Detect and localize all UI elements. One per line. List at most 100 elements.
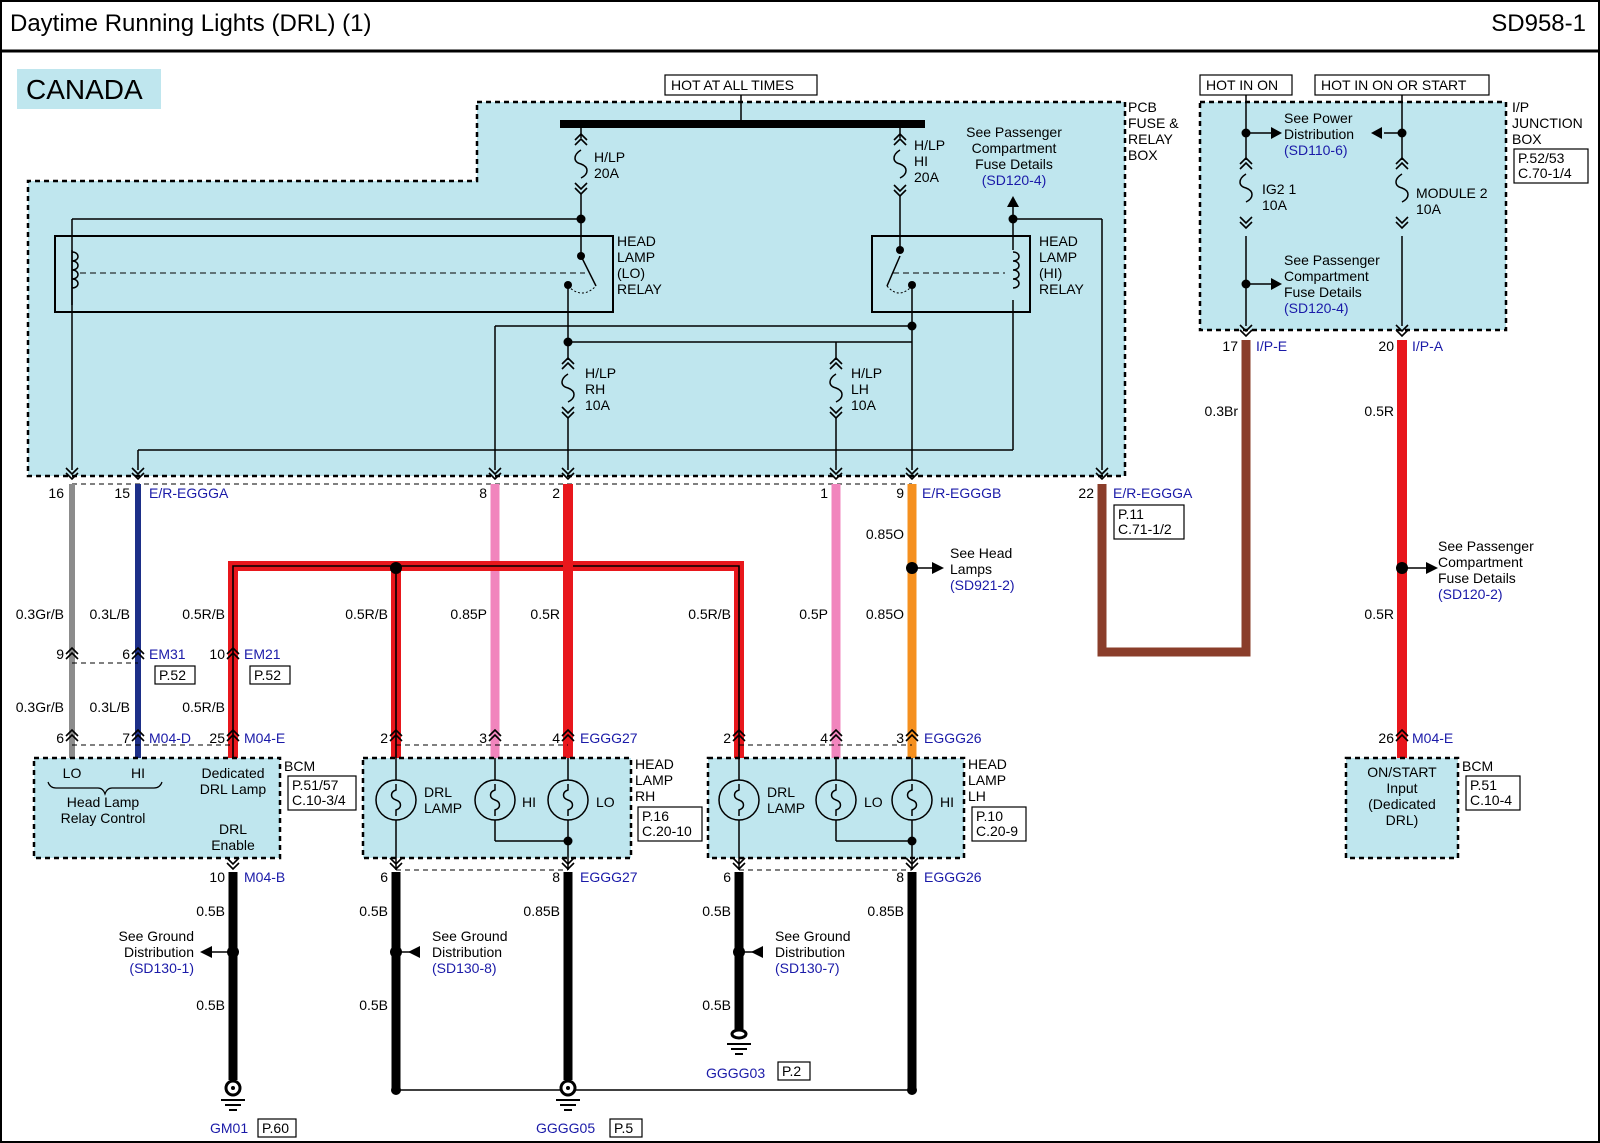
see-head-lamps-ref[interactable]: (SD921-2) [950, 577, 1015, 593]
svg-text:0.5B: 0.5B [702, 903, 731, 919]
bcm-brace [47, 781, 163, 796]
lo-relay-coil [71, 251, 79, 289]
wire-red-black-05rb[interactable] [228, 561, 744, 758]
fuse-ig2 [1239, 157, 1253, 229]
svg-text:0.3Gr/B: 0.3Gr/B [16, 606, 64, 622]
pin-6-em31: 6 [122, 646, 130, 662]
conn-m04e-right: M04-E [1412, 730, 1453, 746]
hot-in-on-label: HOT IN ON [1206, 77, 1278, 93]
fuse-hlp-rh-10a [561, 357, 575, 470]
component-top-chevrons [65, 729, 1409, 746]
head-lamp-rh [361, 756, 633, 860]
wire-brown-03br[interactable] [1097, 340, 1251, 657]
ip-see-power-ref[interactable]: (SD110-6) [1284, 142, 1348, 158]
conn-em21: EM21 [244, 646, 281, 662]
ground-wires[interactable] [228, 872, 917, 1090]
inline-connector-em31-em21 [65, 647, 240, 664]
svg-text:25: 25 [209, 730, 225, 746]
svg-text:3: 3 [896, 730, 904, 746]
pcb-pin-numbers: 16 15 8 2 1 9 22 [48, 485, 1094, 501]
gnd-ref-8[interactable]: (SD130-8) [432, 960, 497, 976]
conn-er-egggb: E/R-EGGGB [922, 485, 1001, 501]
svg-text:0.5R/B: 0.5R/B [182, 699, 225, 715]
hot-in-on-or-start-label: HOT IN ON OR START [1321, 77, 1467, 93]
bcm-right-name: BCM [1462, 758, 1493, 774]
ip-see-fuse-ref[interactable]: (SD120-4) [1284, 300, 1349, 316]
pin-rh6: 6 [380, 869, 388, 885]
svg-text:0.5B: 0.5B [196, 903, 225, 919]
gnd-ref-7[interactable]: (SD130-7) [775, 960, 840, 976]
conn-eggg27-bottom: EGGG27 [580, 869, 638, 885]
region-label: CANADA [26, 74, 143, 105]
gggg05-label: GGGG05 [536, 1120, 595, 1136]
pin-17: 17 [1222, 338, 1238, 354]
svg-text:4: 4 [820, 730, 828, 746]
wire-size-labels-lower: 0.5B 0.5B 0.85B 0.5B 0.85B 0.5B 0.5B 0.5… [196, 903, 904, 1013]
svg-text:0.3Gr/B: 0.3Gr/B [16, 699, 64, 715]
gggg05-ref: P.5 [614, 1120, 633, 1136]
svg-text:0.85B: 0.85B [523, 903, 560, 919]
bcm-right [1344, 756, 1460, 860]
hi-relay-coil [1012, 251, 1020, 289]
gggg03-label: GGGG03 [706, 1065, 765, 1081]
pcb-junction-dots [563, 214, 1018, 347]
svg-text:2: 2 [552, 485, 560, 501]
svg-text:0.5B: 0.5B [196, 997, 225, 1013]
lo-relay-switch [580, 255, 597, 287]
svg-text:3: 3 [479, 730, 487, 746]
svg-text:26: 26 [1378, 730, 1394, 746]
gggg03-ref: P.2 [782, 1063, 801, 1079]
svg-text:0.5B: 0.5B [702, 997, 731, 1013]
svg-text:0.5R: 0.5R [530, 606, 560, 622]
conn-ip-e: I/P-E [1256, 338, 1287, 354]
rh-lamp-dot [563, 836, 573, 846]
lh-lamp-dot [907, 836, 917, 846]
svg-text:22: 22 [1078, 485, 1094, 501]
conn-eggg26-bottom: EGGG26 [924, 869, 982, 885]
region-badge [17, 69, 161, 109]
head-lamp-lo-relay [54, 235, 614, 313]
svg-text:16: 16 [48, 485, 64, 501]
conn-eggg27-top: EGGG27 [580, 730, 638, 746]
conn-ref-p11-box [1113, 504, 1185, 540]
svg-text:0.5R: 0.5R [1364, 606, 1394, 622]
see-power-arrow-right [1271, 127, 1282, 139]
conn-ip-a: I/P-A [1412, 338, 1444, 354]
pin-lh8: 8 [896, 869, 904, 885]
svg-text:4: 4 [552, 730, 560, 746]
pcb-see-fuse-ref[interactable]: (SD120-4) [982, 172, 1047, 188]
svg-text:6: 6 [56, 730, 64, 746]
ground-bus-dots [391, 1085, 917, 1095]
ip-junction-dots [1241, 128, 1407, 289]
fuse-hlp-lh-10a [829, 357, 843, 470]
conn-m04e-left: M04-E [244, 730, 285, 746]
see-pcfd-ref[interactable]: (SD120-2) [1438, 586, 1503, 602]
bcm-left [32, 756, 282, 860]
component-top-pins: 6 7 25 2 3 4 2 4 3 26 [56, 730, 1394, 746]
svg-text:2: 2 [723, 730, 731, 746]
svg-text:0.3Br: 0.3Br [1205, 403, 1239, 419]
pin-20: 20 [1378, 338, 1394, 354]
see-power-arrow-left [1371, 127, 1382, 139]
gnd-ref-1[interactable]: (SD130-1) [129, 960, 194, 976]
svg-text:0.5P: 0.5P [799, 606, 828, 622]
gggg03-ref-box [777, 1061, 811, 1081]
